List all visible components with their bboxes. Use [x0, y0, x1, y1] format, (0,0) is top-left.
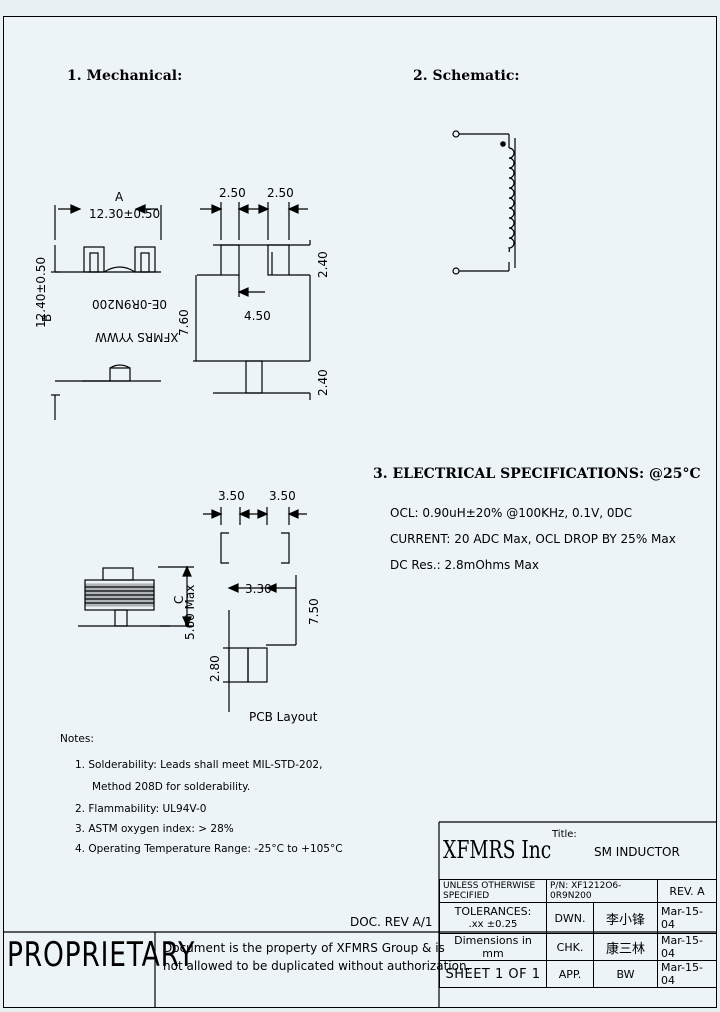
- note-item: 1. Solderability: Leads shall meet MIL-S…: [75, 759, 323, 771]
- dim-b-label: B: [40, 313, 54, 322]
- title-block-table: UNLESS OTHERWISE SPECIFIED P/N: XF1212O6…: [439, 879, 717, 988]
- part-marking-line2: 0E-0R9N200: [92, 297, 168, 311]
- dimensions-unit: Dimensions in mm: [439, 933, 547, 961]
- dim-height-760: 7.60: [177, 309, 191, 336]
- spec-ocl: OCL: 0.90uH±20% @100KHz, 0.1V, 0DC: [390, 506, 633, 520]
- proprietary-line2: not allowed to be duplicated without aut…: [163, 959, 471, 973]
- dim-a-value: 12.30±0.50: [89, 207, 161, 221]
- dim-c-value: 5.60 Max: [183, 584, 197, 640]
- part-number: P/N: XF1212O6-0R9N200: [546, 879, 658, 903]
- dim-a-label: A: [115, 190, 124, 204]
- unless-specified: UNLESS OTHERWISE SPECIFIED: [439, 879, 547, 903]
- chk-signature: 康三林: [593, 933, 658, 961]
- dwn-date: Mar-15-04: [657, 902, 717, 934]
- dim-pad-width-right: 2.50: [267, 186, 294, 200]
- chk-label: CHK.: [546, 933, 594, 961]
- app-date: Mar-15-04: [657, 960, 717, 988]
- chk-date: Mar-15-04: [657, 933, 717, 961]
- dwn-label: DWN.: [546, 902, 594, 934]
- note-item: 3. ASTM oxygen index: > 28%: [75, 823, 234, 835]
- revision: REV. A: [657, 879, 717, 903]
- pcb-caption: PCB Layout: [249, 710, 318, 724]
- pcb-gap: 3.30: [245, 582, 272, 596]
- pcb-width-right: 3.50: [269, 489, 296, 503]
- app-signature: BW: [593, 960, 658, 988]
- tolerances-label: TOLERANCES:: [454, 905, 532, 919]
- tolerances-cell: TOLERANCES: .xx ±0.25: [439, 902, 547, 934]
- dim-lower-240: 2.40: [316, 369, 330, 396]
- title-value: SM INDUCTOR: [594, 845, 680, 859]
- spec-current: CURRENT: 20 ADC Max, OCL DROP BY 25% Max: [390, 532, 676, 546]
- part-marking-line1: XFMRS YYWW: [95, 330, 179, 344]
- pcb-pad-height: 2.80: [208, 655, 222, 682]
- proprietary-label: PROPRIETARY: [7, 935, 196, 975]
- electrical-title: 3. ELECTRICAL SPECIFICATIONS: @25°C: [373, 466, 701, 482]
- doc-rev: DOC. REV A/1: [350, 915, 433, 929]
- note-item: 2. Flammability: UL94V-0: [75, 803, 207, 815]
- notes-title: Notes:: [60, 733, 94, 745]
- proprietary-line1: Document is the property of XFMRS Group …: [163, 941, 445, 955]
- spec-dcr: DC Res.: 2.8mOhms Max: [390, 558, 539, 572]
- dim-pad-gap: 4.50: [244, 309, 271, 323]
- app-label: APP.: [546, 960, 594, 988]
- note-item: Method 208D for solderability.: [92, 781, 251, 793]
- title-label: Title:: [552, 829, 577, 840]
- company-name: XFMRS Inc: [443, 836, 552, 864]
- drawing-sheet: [3, 16, 717, 1008]
- pcb-width-left: 3.50: [218, 489, 245, 503]
- dim-c-label: C: [172, 595, 186, 604]
- dwn-signature: 李小锋: [593, 902, 658, 934]
- note-item: 4. Operating Temperature Range: -25°C to…: [75, 843, 343, 855]
- pcb-height: 7.50: [307, 598, 321, 625]
- mechanical-title: 1. Mechanical:: [67, 68, 183, 84]
- schematic-title: 2. Schematic:: [413, 68, 520, 84]
- tolerance-value: .xx ±0.25: [468, 918, 518, 930]
- dim-pad-width-left: 2.50: [219, 186, 246, 200]
- dim-upper-240: 2.40: [316, 251, 330, 278]
